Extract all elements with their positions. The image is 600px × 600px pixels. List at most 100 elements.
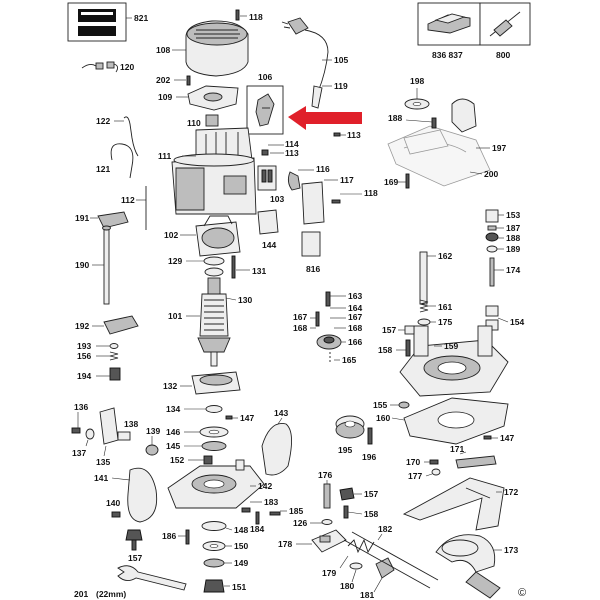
cover-plate-117 (301, 181, 325, 225)
label-154: 154 (510, 317, 524, 327)
label-101: 101 (168, 311, 182, 321)
screw-113a (333, 132, 346, 137)
label-188a: 188 (388, 113, 402, 123)
label-816: 816 (306, 264, 320, 274)
switch-frame-106 (246, 85, 284, 135)
label-142: 142 (258, 481, 272, 491)
label-139: 139 (146, 426, 160, 436)
label-113b: 113 (285, 148, 299, 158)
label-162: 162 (438, 251, 452, 261)
label-186: 186 (162, 531, 176, 541)
handle-143 (261, 423, 292, 476)
label-167a: 167 (293, 312, 307, 322)
column-190 (102, 225, 111, 305)
copyright-mark: © (518, 587, 526, 599)
label-130: 130 (238, 295, 252, 305)
label-800: 800 (496, 50, 510, 60)
guide-bars-182 (343, 531, 439, 589)
label-163: 163 (348, 291, 362, 301)
brush-holder-109 (187, 85, 239, 111)
washer-198 (404, 98, 430, 110)
label-116: 116 (316, 164, 330, 174)
label-card-816 (301, 231, 321, 257)
power-cord-105 (281, 17, 329, 109)
field-coil-102 (195, 215, 241, 257)
dust-hood-197 (387, 98, 491, 187)
label-200: 200 (484, 169, 498, 179)
manual-box-821 (67, 2, 132, 42)
label-153: 153 (506, 210, 520, 220)
label-113a: 113 (347, 130, 361, 140)
router-base-159 (399, 325, 509, 397)
label-193: 193 (77, 341, 91, 351)
label-155: 155 (373, 400, 387, 410)
label-157b: 157 (364, 489, 378, 499)
label-109: 109 (158, 92, 172, 102)
label-121: 121 (96, 164, 110, 174)
trigger-116 (287, 171, 301, 191)
label-122: 122 (96, 116, 110, 126)
label-198: 198 (410, 76, 424, 86)
label-126: 126 (293, 518, 307, 528)
label-146: 146 (166, 427, 180, 437)
label-174: 174 (506, 265, 520, 275)
label-197: 197 (492, 143, 506, 153)
label-176: 176 (318, 470, 332, 480)
guide-rod-171 (455, 455, 497, 469)
label-168b: 168 (348, 323, 362, 333)
clamp-lever-192 (103, 315, 139, 335)
label-140: 140 (106, 498, 120, 508)
label-166: 166 (348, 337, 362, 347)
label-144: 144 (262, 240, 276, 250)
label-149: 149 (234, 558, 248, 568)
depth-stop-166 (316, 334, 342, 350)
label-159: 159 (444, 341, 458, 351)
label-172: 172 (504, 487, 518, 497)
label-181: 181 (360, 590, 374, 600)
label-185: 185 (289, 506, 303, 516)
label-821: 821 (134, 13, 148, 23)
label-165: 165 (342, 355, 356, 365)
label-137: 137 (72, 448, 86, 458)
label-184: 184 (250, 524, 264, 534)
label-103: 103 (270, 194, 284, 204)
label-112: 112 (121, 195, 135, 205)
label-157a: 157 (382, 325, 396, 335)
label-147a: 147 (240, 413, 254, 423)
label-147b: 147 (500, 433, 514, 443)
label-164: 164 (348, 303, 362, 313)
lower-housing-142 (167, 459, 265, 509)
label-108: 108 (156, 45, 170, 55)
label-189: 189 (506, 244, 520, 254)
label-836-837: 836 837 (432, 50, 463, 60)
slide-178 (311, 529, 347, 553)
label-182: 182 (378, 524, 392, 534)
label-106: 106 (258, 72, 272, 82)
label-180: 180 (340, 581, 354, 591)
pointer-arrow (288, 106, 362, 130)
label-195: 195 (338, 445, 352, 455)
sub-base-160 (403, 397, 509, 445)
brush-120 (81, 61, 119, 73)
label-196: 196 (362, 452, 376, 462)
label-171: 171 (450, 444, 464, 454)
label-102: 102 (164, 230, 178, 240)
label-135: 135 (96, 457, 110, 467)
label-169: 169 (384, 177, 398, 187)
label-131: 131 (252, 266, 266, 276)
bracket-135 (99, 407, 119, 445)
clip-144 (257, 209, 279, 235)
label-167b: 167 (348, 312, 362, 322)
collet-195 (335, 415, 365, 439)
accessory-box-800 (479, 2, 531, 46)
accessory-box-836-837 (417, 2, 481, 46)
label-118a: 118 (249, 12, 263, 22)
label-202: 202 (156, 75, 170, 85)
label-110: 110 (187, 118, 201, 128)
lever-191 (97, 211, 129, 229)
label-170: 170 (406, 457, 420, 467)
label-134: 134 (166, 404, 180, 414)
label-136: 136 (74, 402, 88, 412)
label-177: 177 (408, 471, 422, 481)
